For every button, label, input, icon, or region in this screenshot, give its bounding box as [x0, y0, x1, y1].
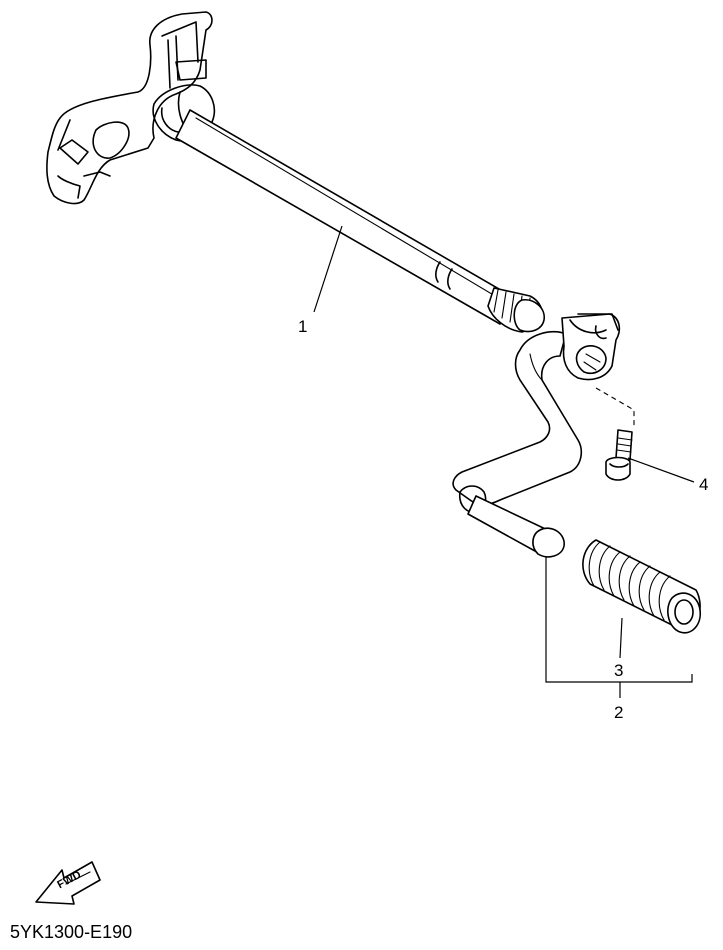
leader-lines	[313, 225, 695, 698]
shift-shaft	[175, 109, 545, 333]
shift-arm-bracket	[46, 11, 216, 205]
callout-3: 3	[614, 661, 624, 680]
pedal-clamp	[561, 313, 621, 381]
fwd-arrow-icon	[35, 861, 101, 905]
shift-pedal	[452, 330, 583, 558]
bolt	[595, 387, 635, 481]
callout-1: 1	[298, 317, 308, 336]
footrest-rubber	[582, 539, 702, 634]
diagram-code: 5YK1300-E190	[10, 922, 133, 942]
callout-2: 2	[614, 703, 624, 722]
callout-4: 4	[699, 475, 709, 494]
